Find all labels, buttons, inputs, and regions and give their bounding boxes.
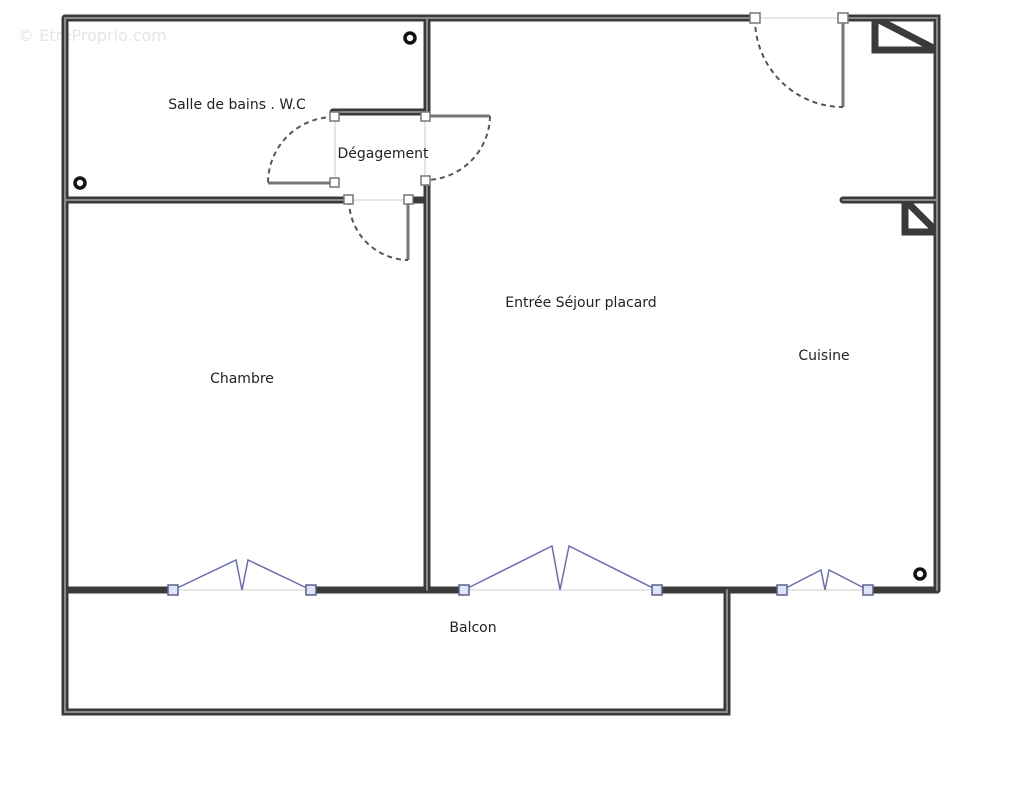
room-label-living: Entrée Séjour placard bbox=[505, 295, 656, 311]
room-label-hallway: Dégagement bbox=[338, 146, 429, 162]
room-label-bathroom: Salle de bains . W.C bbox=[168, 97, 306, 113]
windows bbox=[167, 544, 874, 596]
room-label-balcony: Balcon bbox=[449, 620, 496, 636]
watermark: © EtreProprio.com bbox=[18, 26, 167, 45]
drain-icon bbox=[73, 176, 87, 190]
drain-icons bbox=[73, 31, 927, 581]
room-label-kitchen: Cuisine bbox=[798, 348, 849, 364]
doors bbox=[267, 12, 849, 261]
drain-icon bbox=[403, 31, 417, 45]
room-label-bedroom: Chambre bbox=[210, 371, 274, 387]
drain-icon bbox=[913, 567, 927, 581]
walls bbox=[61, 14, 941, 716]
